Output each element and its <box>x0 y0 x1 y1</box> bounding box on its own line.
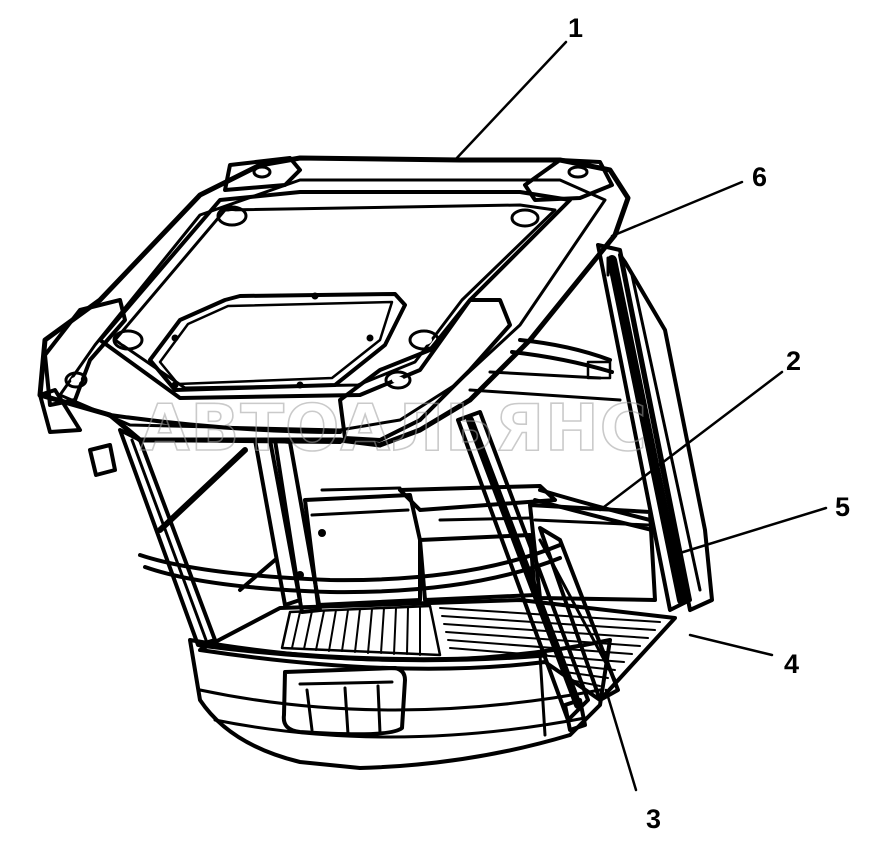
leader-line-1 <box>453 40 568 162</box>
watermark-text: АВТОАЛЬЯНС <box>140 392 648 466</box>
leader-lines <box>453 40 828 792</box>
leader-line-4 <box>688 633 774 657</box>
rear-frame <box>468 243 714 612</box>
leader-line-3 <box>604 688 638 792</box>
front-frame <box>118 410 620 732</box>
leader-line-2 <box>598 370 784 512</box>
callout-2: 2 <box>786 346 801 376</box>
leader-line-5 <box>678 506 828 555</box>
callout-labels: 1 2 3 4 5 6 <box>568 13 850 834</box>
seat-console <box>303 484 657 607</box>
callout-6: 6 <box>752 162 767 192</box>
callout-5: 5 <box>835 492 850 522</box>
cab-roof <box>37 155 631 448</box>
callout-4: 4 <box>784 649 799 679</box>
callout-1: 1 <box>568 13 583 43</box>
leader-line-6 <box>610 180 744 238</box>
callout-3: 3 <box>646 804 661 834</box>
